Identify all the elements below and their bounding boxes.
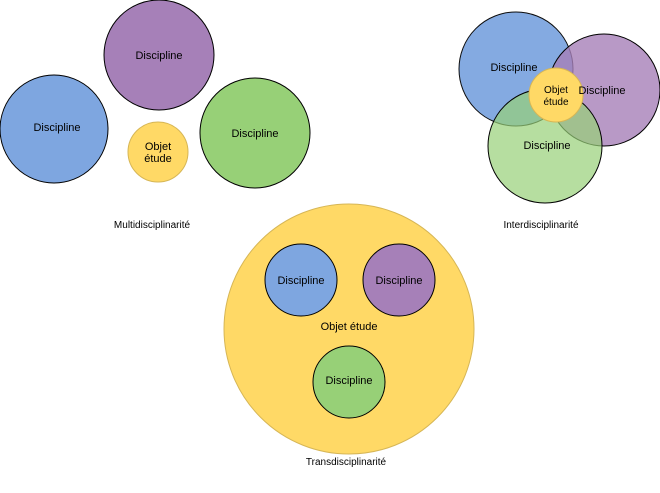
multi-discipline-right-circle[interactable] xyxy=(199,77,311,189)
inter-discipline-blue-label: Discipline xyxy=(490,62,537,74)
trans-discipline-green-label: Discipline xyxy=(325,375,372,387)
inter-objet-label-line1: Objet xyxy=(544,85,568,96)
trans-discipline-purple-label: Discipline xyxy=(375,275,422,287)
multi-objet-label-line1: Objet xyxy=(145,141,171,153)
inter-discipline-purple-label: Discipline xyxy=(578,85,625,97)
multidisciplinarity-group: Discipline Discipline Discipline Objet é… xyxy=(0,0,311,231)
multi-caption: Multidisciplinarité xyxy=(114,220,191,231)
multi-discipline-top-label: Discipline xyxy=(135,50,182,62)
multi-discipline-top-circle[interactable] xyxy=(103,0,215,111)
multi-objet-circle[interactable] xyxy=(127,121,189,183)
trans-discipline-purple-circle[interactable] xyxy=(362,243,436,317)
multi-discipline-left-label: Discipline xyxy=(33,122,80,134)
transdisciplinarity-group: Discipline Discipline Objet étude Discip… xyxy=(223,203,475,468)
inter-objet-circle[interactable] xyxy=(528,67,584,123)
trans-discipline-green-circle[interactable] xyxy=(312,345,386,419)
trans-discipline-blue-label: Discipline xyxy=(277,275,324,287)
inter-caption: Interdisciplinarité xyxy=(503,220,578,231)
trans-discipline-blue-circle[interactable] xyxy=(264,243,338,317)
interdisciplinarity-group: Discipline Discipline Discipline Objet é… xyxy=(458,11,660,231)
multi-objet-label-line2: étude xyxy=(144,153,172,165)
trans-objet-label: Objet étude xyxy=(321,321,378,333)
multi-discipline-left-circle[interactable] xyxy=(0,74,109,184)
inter-discipline-green-label: Discipline xyxy=(523,140,570,152)
multi-discipline-right-label: Discipline xyxy=(231,128,278,140)
inter-objet-label-line2: étude xyxy=(543,97,568,108)
trans-caption: Transdisciplinarité xyxy=(306,457,387,468)
